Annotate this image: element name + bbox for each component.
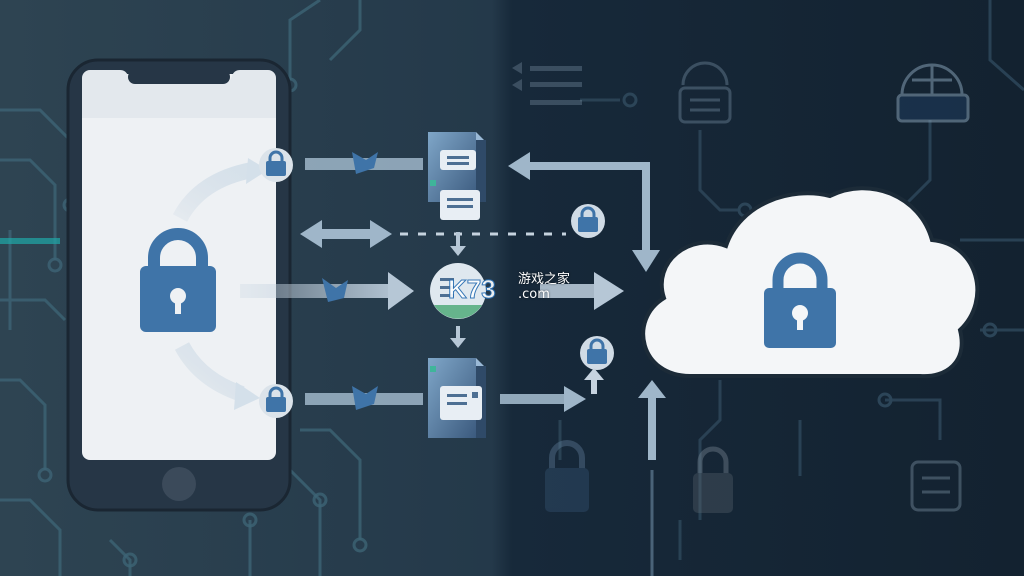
- globe-icon: [678, 61, 732, 124]
- padlock-badge-icon: [571, 204, 605, 238]
- globe-icon: [896, 63, 970, 123]
- watermark-line-1: 游戏之家: [518, 272, 571, 287]
- data-flow-middle: [240, 272, 624, 310]
- vertical-arrows: [450, 232, 466, 348]
- data-flow-bidirectional: [300, 220, 566, 248]
- watermark-logo-text: K73: [448, 274, 496, 304]
- padlock-badge-icon: [580, 336, 614, 370]
- padlock-icon: [545, 440, 589, 512]
- data-flow-bottom: [305, 368, 604, 412]
- cloud-connector-arrows: [530, 162, 656, 460]
- server-icon-top: [428, 132, 486, 220]
- padlock-badge-icon: [259, 148, 293, 182]
- curved-arrow-down: [174, 342, 260, 410]
- server-icon: [910, 460, 962, 512]
- home-button: [162, 467, 196, 501]
- padlock-icon: [693, 446, 733, 513]
- padlock-icon-cloud: [764, 252, 836, 348]
- data-flow-top: [305, 152, 423, 174]
- watermark-text: 游戏之家 .com: [518, 272, 570, 302]
- watermark-line-2: .com: [518, 287, 550, 302]
- curved-arrow-up: [172, 158, 268, 222]
- circuit-pattern-right: [558, 0, 1024, 560]
- data-flow-arrows-faded: [512, 62, 582, 105]
- cloud-icon: [641, 186, 980, 379]
- padlock-icon-phone: [140, 228, 216, 332]
- phone-notch: [128, 70, 230, 84]
- server-icon-bottom: [428, 358, 486, 438]
- padlock-badge-icon: [259, 384, 293, 418]
- central-hub-icon: [430, 263, 486, 319]
- circuit-pattern-left: [0, 0, 362, 576]
- watermark-logo: K73: [448, 274, 497, 305]
